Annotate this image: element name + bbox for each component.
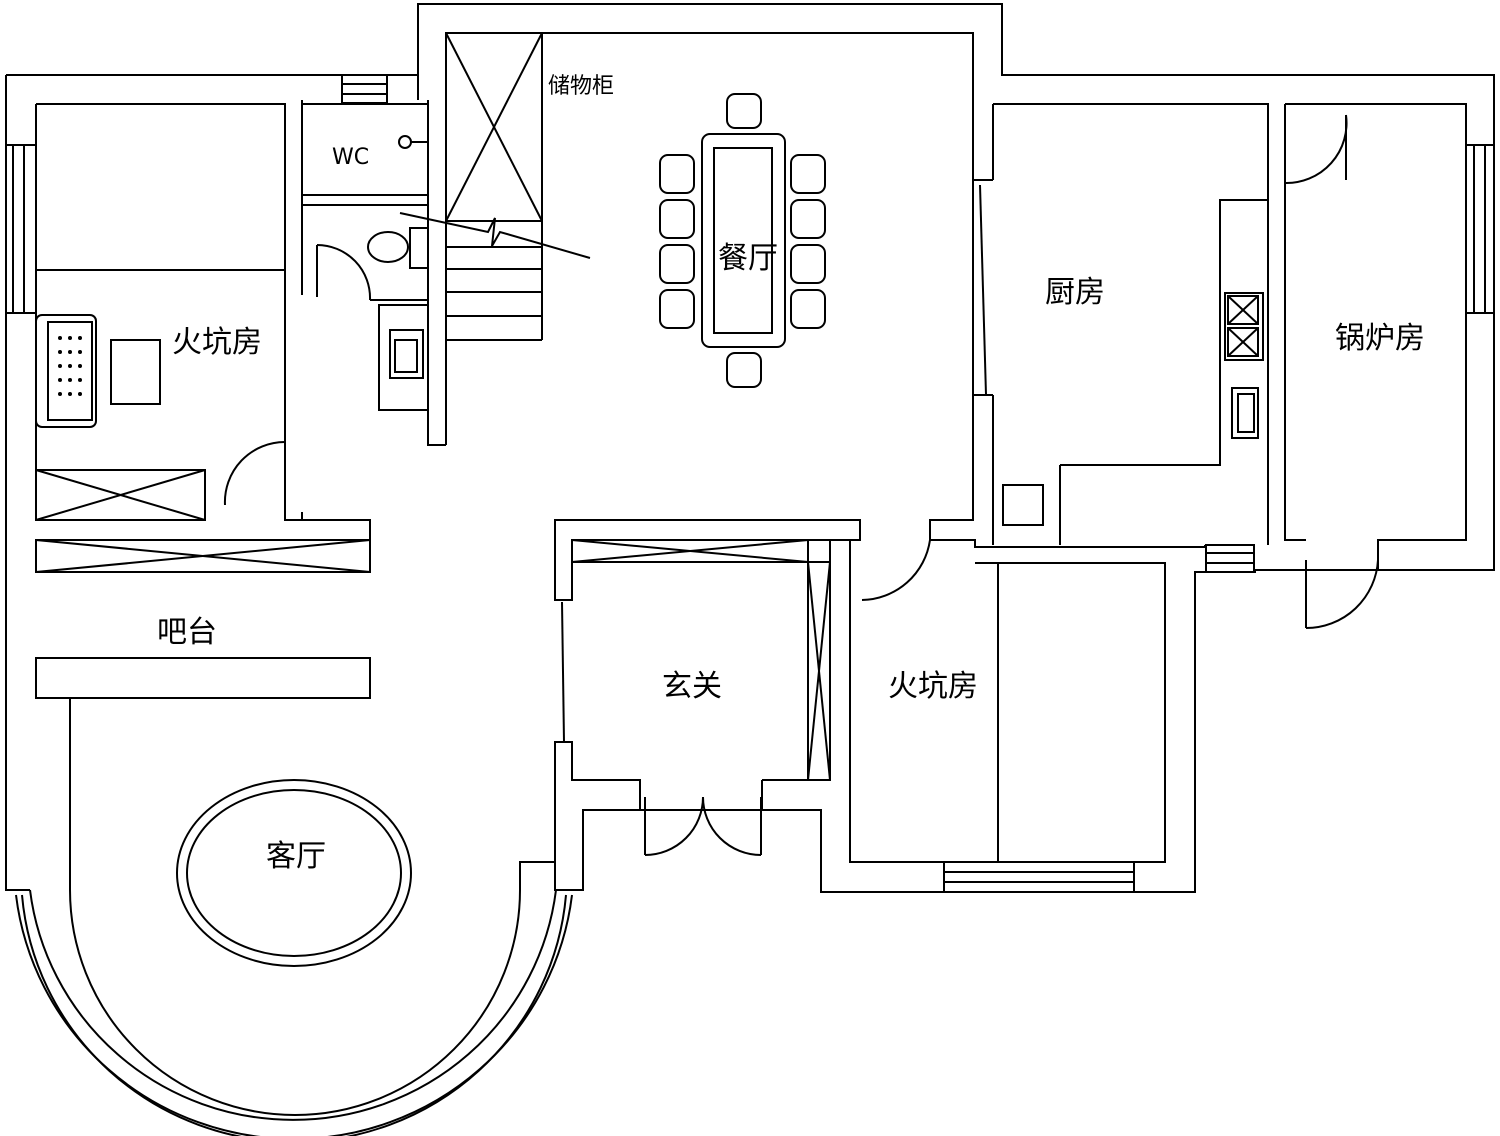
wc-room: [302, 103, 429, 411]
entrance-double-door: [644, 796, 762, 856]
toilet-tank: [409, 227, 429, 269]
label-bar: 吧台: [157, 615, 217, 650]
stairs: [399, 212, 591, 341]
label-dining-room: 餐厅: [718, 241, 778, 276]
bar-counter: [35, 657, 371, 699]
kang-room-west: [35, 100, 303, 521]
sofa-dots: [58, 336, 82, 396]
sliding-door-kitchen: [979, 184, 987, 396]
toilet: [367, 231, 409, 263]
dining-chairs: [659, 93, 826, 388]
label-boiler-room: 锅炉房: [1335, 321, 1425, 356]
window-east: [1465, 144, 1495, 314]
kitchen: [929, 104, 1306, 548]
coffee-table-inner: [186, 789, 402, 957]
living-room: [15, 698, 573, 1136]
door-west-kang: [223, 440, 286, 506]
window-west: [5, 144, 37, 314]
label-storage-cabinet: 储物柜: [548, 74, 614, 99]
window-south-kang: [943, 861, 1135, 893]
door-boiler-south: [1305, 559, 1379, 630]
bar-area: [35, 512, 371, 699]
label-kang-room-west: 火坑房: [172, 325, 262, 360]
sliding-door-entrance: [561, 601, 565, 743]
fridge: [1002, 484, 1044, 526]
label-wc: WC: [332, 145, 369, 170]
label-kang-room-east: 火坑房: [888, 669, 978, 704]
window-boiler-south: [1205, 544, 1255, 573]
entrance-hall: [554, 519, 861, 891]
door-wc: [316, 244, 372, 301]
table-west: [110, 339, 161, 405]
window-wc: [341, 74, 388, 104]
label-living-room: 客厅: [266, 839, 326, 874]
boiler-doors: [1284, 114, 1379, 630]
door-east-kang: [861, 539, 931, 601]
dining-table: [701, 133, 786, 348]
door-boiler-north: [1284, 114, 1348, 185]
storage-cabinet: [445, 32, 543, 222]
label-entrance-hall: 玄关: [662, 669, 722, 704]
floor-drain: [398, 135, 412, 149]
label-kitchen: 厨房: [1045, 275, 1105, 310]
kang-room-east: [849, 539, 1166, 863]
